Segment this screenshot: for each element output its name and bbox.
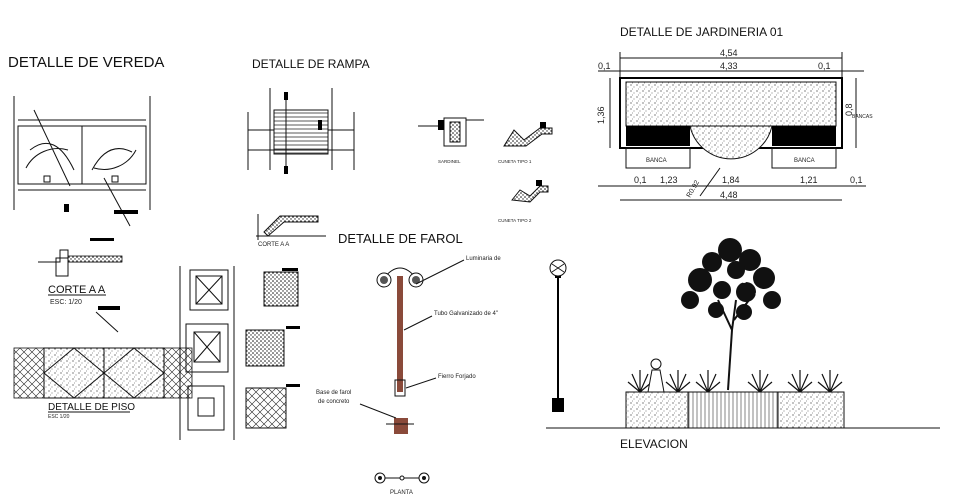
vereda-title: DETALLE DE VEREDA <box>8 54 164 71</box>
rampa-title: DETALLE DE RAMPA <box>252 57 370 71</box>
dim-total-top: 4,54 <box>720 48 738 58</box>
dim-left: 0,1 <box>598 61 611 71</box>
fierro-label: Fierro Forjado <box>438 374 476 380</box>
piso-detail: DETALLE DE PISO ESC 1/20 <box>13 306 193 420</box>
planta-label: PLANTA <box>390 490 413 496</box>
rampa-corte-title: CORTE A A <box>258 242 289 248</box>
dim-radius: R0.92 <box>686 179 701 199</box>
corte-aa-title: CORTE A A <box>48 284 106 296</box>
jardineria-detail: DETALLE DE JARDINERIA 01 4,54 0,1 4,33 0… <box>596 25 873 201</box>
cuneta2-label: CUNETA TIPO 2 <box>498 218 532 223</box>
dim-b4: 1,21 <box>800 175 818 185</box>
piso-title: DETALLE DE PISO <box>48 402 135 413</box>
tubo-label: Tubo Galvanizado de 4" <box>434 311 498 317</box>
dim-total-bottom: 4,48 <box>720 190 738 200</box>
dim-b2: 1,23 <box>660 175 678 185</box>
sardinel-label: SARDINEL <box>438 159 461 164</box>
bancas-label: BANCAS <box>852 114 873 120</box>
lamp-post-elevation <box>549 259 567 412</box>
rampa-small-details: SARDINEL CUNETA TIPO 1 CUNETA TIPO 2 <box>418 117 553 223</box>
banca-left: BANCA <box>646 158 667 164</box>
dim-b3: 1,84 <box>722 175 740 185</box>
elevacion-detail: ELEVACION <box>546 238 940 451</box>
piso-scale: ESC 1/20 <box>48 414 70 420</box>
vereda-detail: DETALLE DE VEREDA <box>8 54 164 227</box>
corte-aa-scale: ESC: 1/20 <box>50 299 82 306</box>
dim-mid: 4,33 <box>720 61 738 71</box>
dim-right: 0,1 <box>818 61 831 71</box>
dim-height: 1,36 <box>596 106 606 124</box>
base-label-2: de concreto <box>318 399 350 405</box>
corte-aa-detail: CORTE A A ESC: 1/20 <box>38 238 123 306</box>
banca-right: BANCA <box>794 158 815 164</box>
farol-title: DETALLE DE FAROL <box>338 231 463 246</box>
jardineria-title: DETALLE DE JARDINERIA 01 <box>620 25 783 39</box>
farol-pole <box>397 276 403 392</box>
farol-detail: DETALLE DE FAROL Luminaria de Tubo Galva… <box>316 231 501 496</box>
base-label-1: Base de farol <box>316 390 351 396</box>
dim-b1: 0,1 <box>634 175 647 185</box>
elevacion-title: ELEVACION <box>620 437 688 451</box>
dim-height-right: 0,8 <box>844 103 854 116</box>
rampa-detail: DETALLE DE RAMPA CORTE A A <box>247 57 370 248</box>
dim-b5: 0,1 <box>850 175 863 185</box>
cuneta1-label: CUNETA TIPO 1 <box>498 159 532 164</box>
pedestal-details <box>179 266 300 440</box>
luminaria-label: Luminaria de <box>466 256 501 262</box>
